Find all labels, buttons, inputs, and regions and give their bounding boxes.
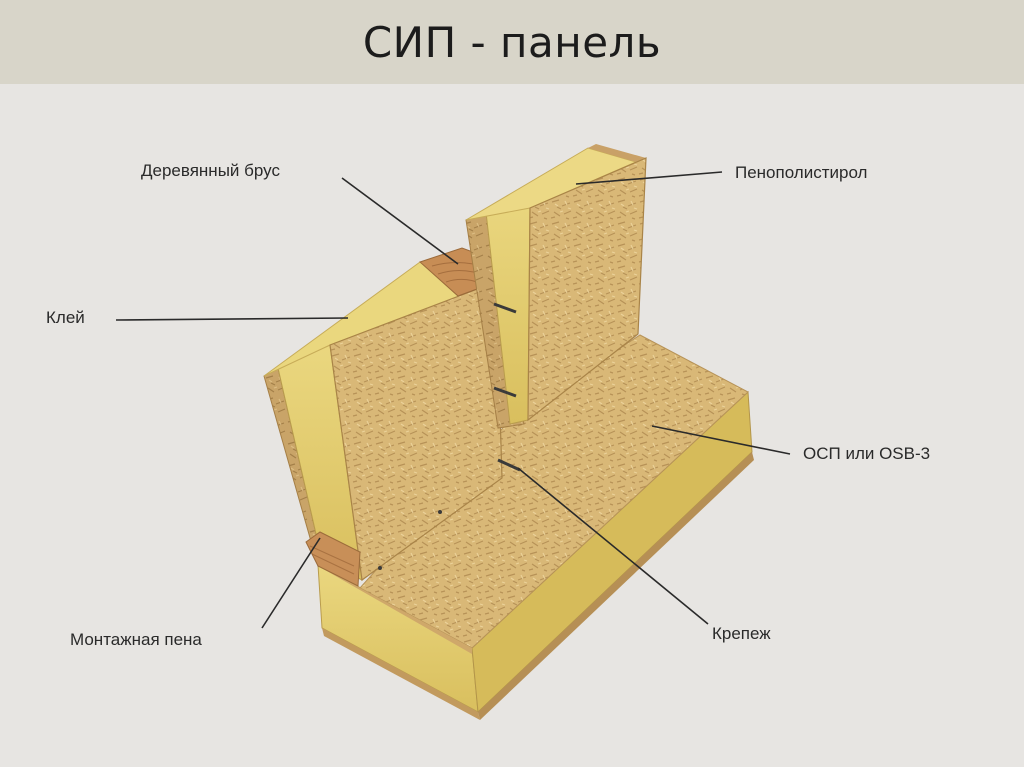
right-wall-osb-inner xyxy=(527,157,647,422)
floor-panel xyxy=(317,334,754,720)
left-wall-osb-inner xyxy=(329,281,503,582)
leader-fastener xyxy=(517,467,709,625)
page-title: СИП - панель xyxy=(362,17,662,67)
back-wall-panel xyxy=(465,144,647,429)
label-eps: Пенополистирол xyxy=(735,163,868,182)
leader-glue xyxy=(115,317,349,321)
front-wall-panel xyxy=(263,247,503,587)
label-fastener: Крепеж xyxy=(712,624,771,643)
leader-osb xyxy=(651,425,791,455)
leader-eps xyxy=(575,171,723,185)
leader-lines xyxy=(115,171,791,629)
bottom-beam xyxy=(305,531,361,587)
label-mounting-foam: Монтажная пена xyxy=(70,630,202,649)
fasteners xyxy=(378,302,521,570)
label-osb: ОСП или OSB-3 xyxy=(803,444,931,463)
leader-wood-beam xyxy=(341,177,459,265)
leader-mounting-foam xyxy=(261,537,321,629)
fastener-2 xyxy=(493,386,517,398)
label-wood-beam: Деревянный брус xyxy=(141,161,280,180)
fastener-3 xyxy=(497,458,521,472)
title-bar: СИП - панель xyxy=(0,0,1024,84)
fastener-1 xyxy=(493,302,517,314)
label-glue: Клей xyxy=(46,308,85,327)
